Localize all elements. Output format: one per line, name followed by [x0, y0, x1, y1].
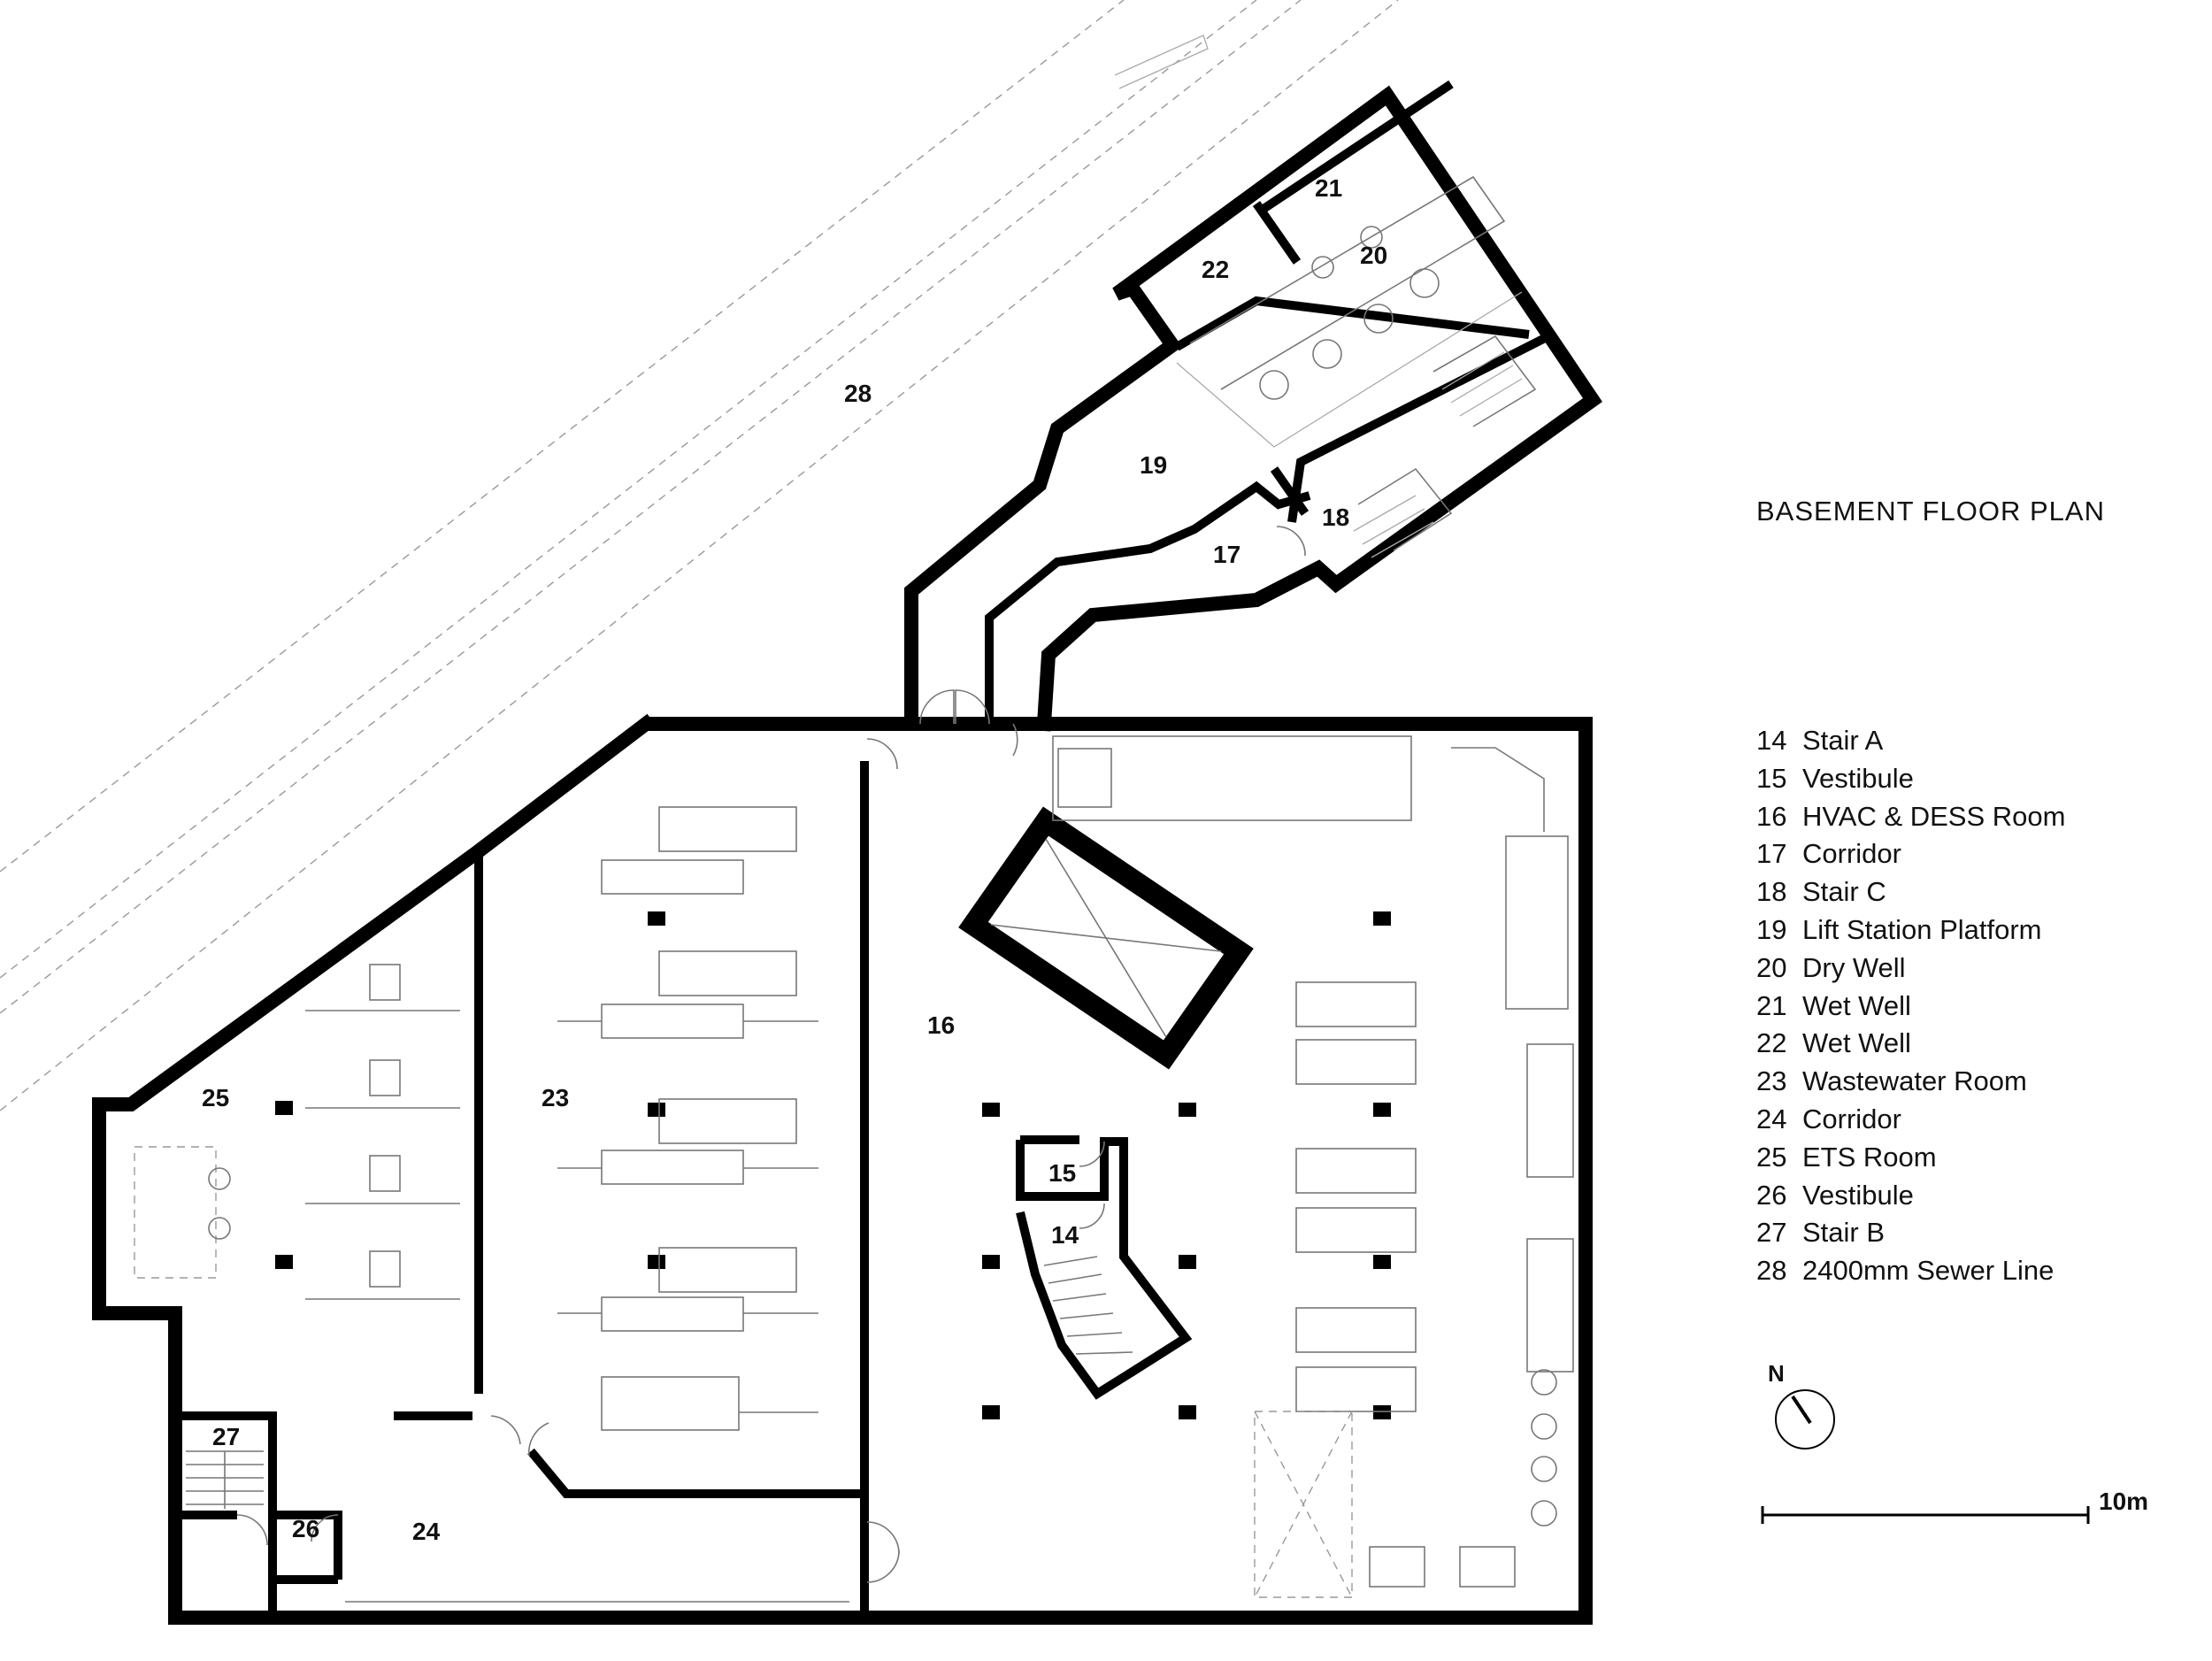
ets-room-equipment [134, 964, 460, 1300]
sewer-line [0, 0, 1399, 1111]
room-label-24: 24 [412, 1518, 441, 1545]
room-label-17: 17 [1213, 541, 1240, 568]
room-label-22: 22 [1202, 256, 1229, 283]
scale-bar-label: 10m [2099, 1488, 2148, 1515]
room-label-26: 26 [292, 1515, 319, 1542]
hvac-room-equipment [1052, 735, 1574, 1598]
doors [236, 526, 1306, 1583]
room-label-19: 19 [1140, 451, 1167, 479]
plan-title: BASEMENT FLOOR PLAN [1756, 496, 2105, 527]
stair-b-treads [186, 1450, 264, 1509]
main-building-walls [92, 713, 1593, 1625]
room-label-16: 16 [927, 1011, 955, 1039]
room-label-20: 20 [1360, 242, 1387, 269]
room-label-18: 18 [1322, 504, 1349, 531]
room-label-27: 27 [212, 1423, 240, 1450]
scale-bar: 10m [1761, 1488, 2148, 1524]
svg-text:N: N [1768, 1360, 1785, 1387]
structural-columns [275, 911, 1391, 1419]
north-arrow-icon: N [1768, 1360, 1835, 1450]
room-label-14: 14 [1051, 1221, 1079, 1249]
lift-station-walls [904, 80, 1602, 732]
lift-station-equipment [1114, 35, 1537, 558]
room-label-21: 21 [1315, 174, 1342, 202]
room-label-15: 15 [1048, 1159, 1076, 1187]
central-shaft [958, 806, 1254, 1070]
room-label-23: 23 [541, 1084, 569, 1111]
wastewater-room-equipment [557, 806, 818, 1431]
stair-a-core [1016, 1135, 1193, 1400]
room-label-28: 28 [844, 380, 872, 407]
room-label-25: 25 [202, 1084, 229, 1111]
